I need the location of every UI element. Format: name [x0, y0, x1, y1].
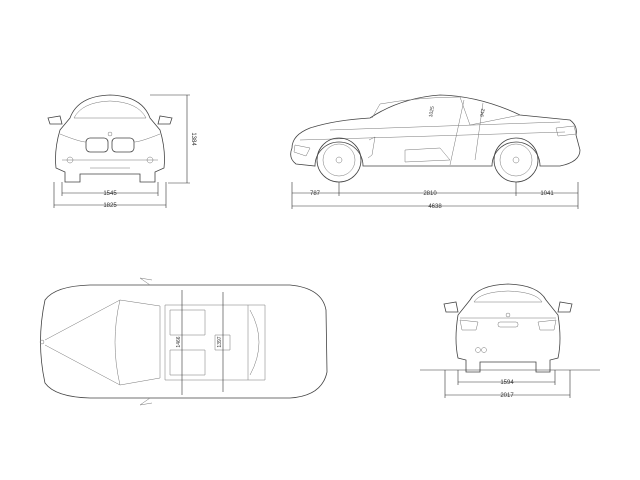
dim-rear-overhang: 1041: [540, 191, 554, 197]
dim-rear-track: 1594: [500, 380, 514, 386]
dim-front-overhang: 787: [310, 191, 321, 197]
dim-length: 4638: [428, 204, 442, 210]
dim-width: 1825: [103, 203, 117, 209]
dim-rear-headroom: 942: [479, 108, 486, 117]
dim-height: 1384: [190, 132, 196, 146]
dim-wheelbase: 2810: [423, 191, 437, 197]
side-view: 1025 942 787 2810 1041 4638: [290, 94, 581, 210]
rear-view: 1594 2017: [420, 283, 600, 399]
dim-rear-shoulder: 1397: [217, 336, 223, 347]
top-view: 1466 1397: [39, 277, 328, 406]
dim-front-shoulder: 1466: [176, 336, 182, 347]
front-view: 1384 1545 1825: [47, 94, 196, 209]
dim-front-track: 1545: [103, 191, 117, 197]
dim-width-mirrors: 2017: [500, 393, 514, 399]
dim-front-headroom: 1025: [428, 106, 436, 118]
